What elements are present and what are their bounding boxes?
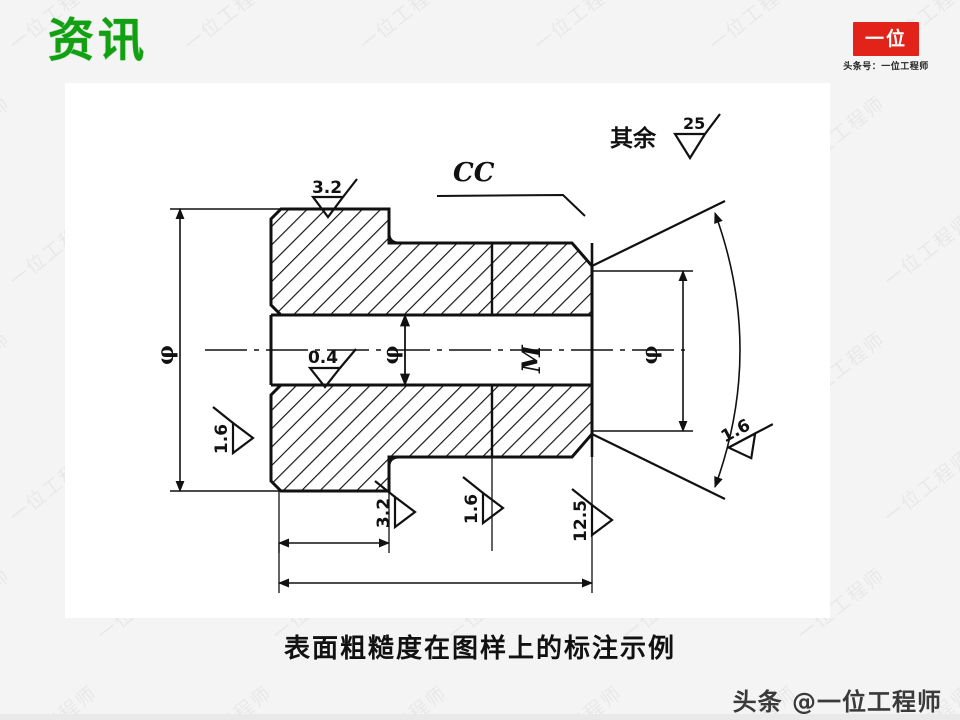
background-watermark: 一位工程师 xyxy=(0,91,15,174)
background-watermark: 一位工程师 xyxy=(880,445,960,528)
page-title: 资讯 xyxy=(48,13,148,67)
brand-block: 一位 头条号：一位工程师 xyxy=(826,22,946,72)
chamfer-leader-lower xyxy=(591,433,726,500)
roughness-tail-left-icon xyxy=(212,406,234,424)
general-roughness-note: 其余 25 xyxy=(610,113,721,161)
general-note-triangle-icon xyxy=(673,132,707,161)
dim-right-phi-label: φ xyxy=(637,345,662,364)
roughness-base-right-icon xyxy=(728,423,774,449)
roughness-mark-bottom-1p6: 1.6 xyxy=(462,476,505,526)
general-note-value: 25 xyxy=(683,114,705,133)
part-upper-wall xyxy=(269,207,594,317)
page-header: 资讯 一位 头条号：一位工程师 xyxy=(0,0,960,84)
dimension-right-phi: φ xyxy=(592,269,693,433)
roughness-tail-bottom-step-icon xyxy=(374,480,396,498)
lower-step-edge xyxy=(387,455,492,491)
upper-step-edge xyxy=(387,209,492,245)
brand-logo: 一位 xyxy=(853,22,919,56)
roughness-triangle-bottom-mid-icon xyxy=(481,490,505,526)
roughness-value-right: 1.6 xyxy=(718,415,754,447)
roughness-mark-top-3p2: 3.2 xyxy=(310,178,358,219)
roughness-mark-right-1p6: 1.6 xyxy=(718,415,774,460)
background-watermark: 一位工程师 xyxy=(0,327,15,410)
roughness-value-left: 1.6 xyxy=(212,424,232,454)
figure-caption: 表面粗糙度在图样上的标注示例 xyxy=(283,634,676,664)
background-watermark: 一位工程师 xyxy=(880,209,960,292)
brand-subtitle: 头条号：一位工程师 xyxy=(843,62,929,72)
chamfer-leader-group xyxy=(591,200,741,500)
dimension-bore-phi: φ xyxy=(378,313,411,387)
bottom-strip xyxy=(0,714,960,720)
section-label-group: CC xyxy=(436,158,586,217)
upper-wall-section xyxy=(269,207,594,317)
dim-bore-phi-label: φ xyxy=(378,345,403,364)
roughness-value-bottom-step: 3.2 xyxy=(374,498,394,528)
general-note-tail-icon xyxy=(704,113,721,135)
roughness-triangle-left-icon xyxy=(231,420,255,456)
roughness-value-bottom-mid: 1.6 xyxy=(462,494,482,524)
roughness-tail-bottom-right-icon xyxy=(571,488,593,506)
dimension-thread-M: M xyxy=(517,344,546,374)
dim-thread-M-label: M xyxy=(517,344,546,374)
drawing-panel: 其余 25 CC φ xyxy=(65,83,830,618)
dimension-step-length xyxy=(277,491,391,553)
roughness-triangle-bottom-step-icon xyxy=(393,494,417,530)
dim-left-phi-label: φ xyxy=(153,345,179,365)
dimension-left-phi: φ xyxy=(153,207,287,493)
chamfer-leader-upper xyxy=(591,200,726,267)
part-lower-wall xyxy=(269,383,594,493)
roughness-tail-bore-icon xyxy=(339,348,357,369)
technical-drawing: 其余 25 CC φ xyxy=(153,113,774,593)
dimension-total-length xyxy=(277,457,594,593)
general-note-label: 其余 xyxy=(610,125,657,152)
roughness-mark-bore-0p4: 0.4 xyxy=(307,348,357,389)
roughness-triangle-bore-icon xyxy=(307,366,343,389)
roughness-triangle-top-icon xyxy=(310,195,346,219)
roughness-mark-left-1p6: 1.6 xyxy=(212,406,255,456)
roughness-value-top: 3.2 xyxy=(312,178,342,198)
roughness-value-bottom-right: 12.5 xyxy=(571,500,591,542)
chamfer-arc xyxy=(714,211,741,489)
roughness-value-bore: 0.4 xyxy=(308,348,338,368)
section-label: CC xyxy=(453,158,495,188)
footer-watermark: 头条 @一位工程师 xyxy=(732,688,942,716)
roughness-tail-top-icon xyxy=(342,178,358,198)
roughness-tail-bottom-mid-icon xyxy=(462,476,484,494)
lower-wall-section xyxy=(269,383,594,493)
section-leader-line xyxy=(436,193,586,217)
roughness-triangle-bottom-right-icon xyxy=(590,502,614,538)
